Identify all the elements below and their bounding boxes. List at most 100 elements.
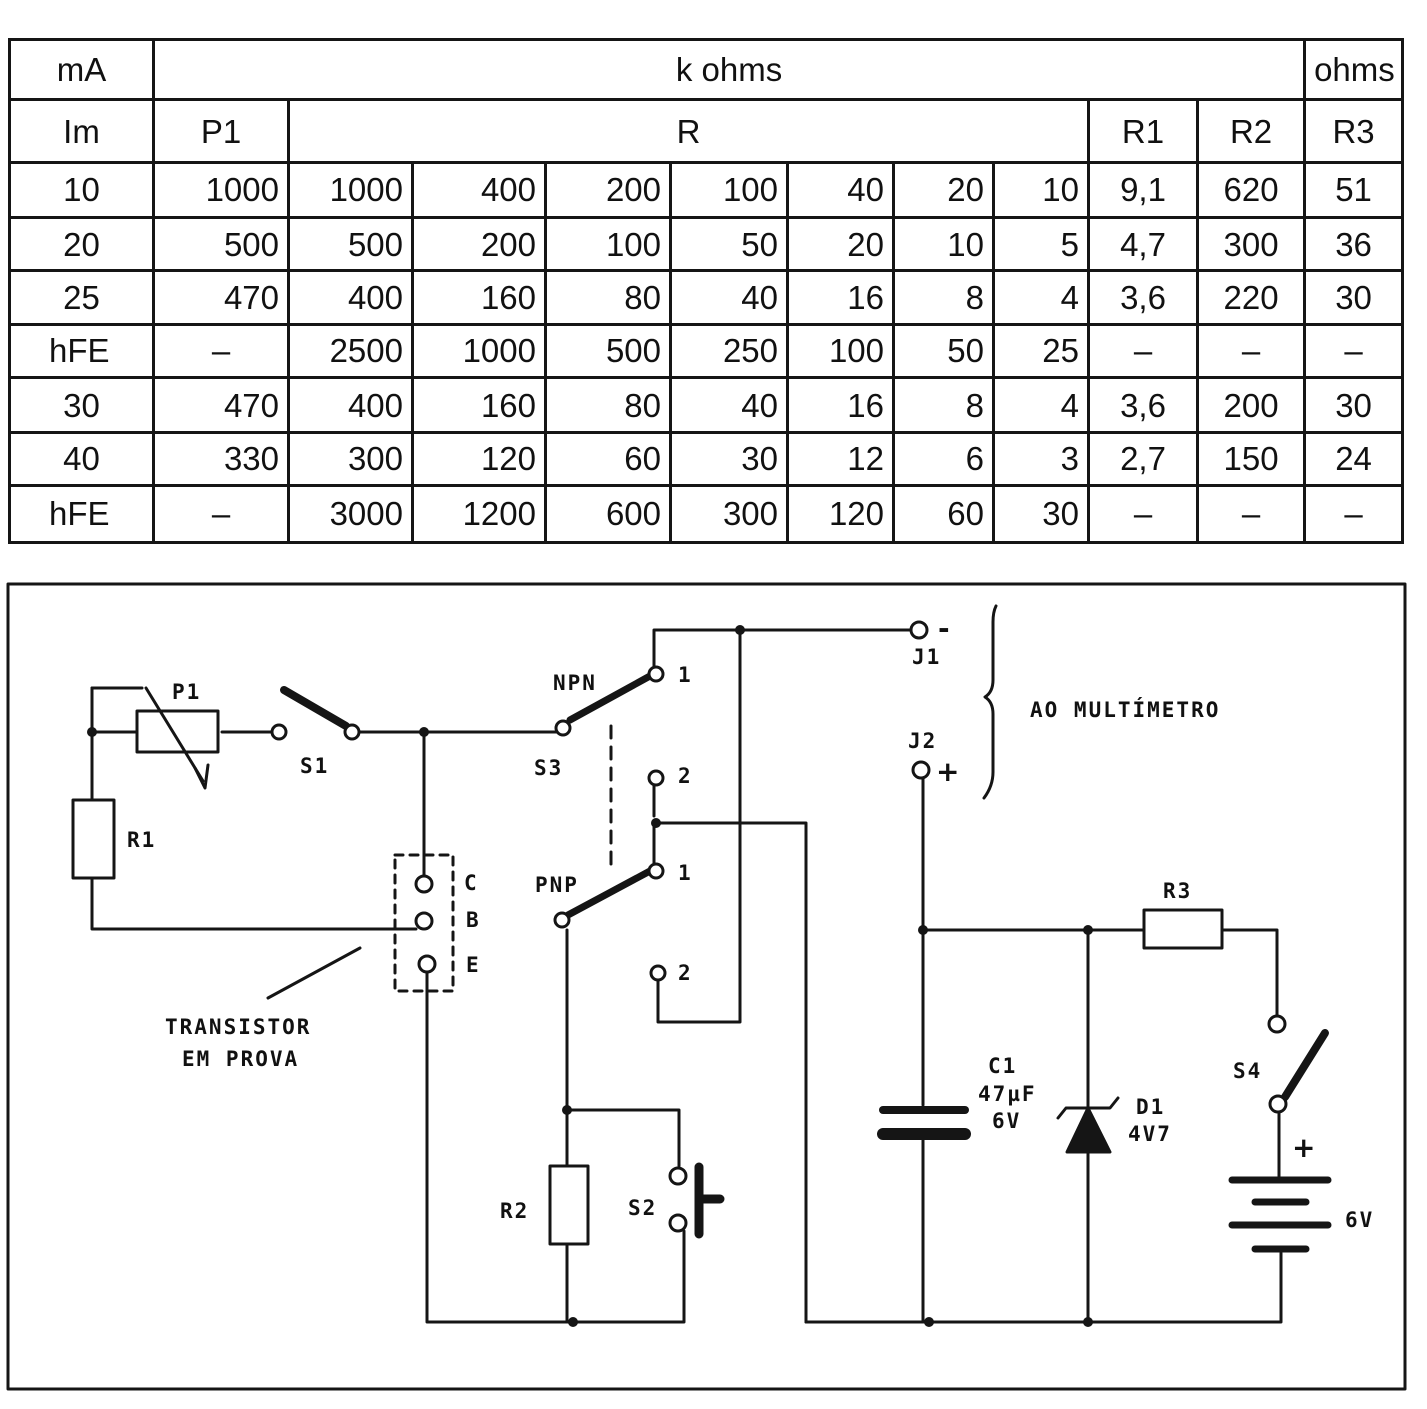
cell-r: 20 <box>892 160 995 220</box>
cell-r: 80 <box>544 375 672 435</box>
cell-r: 8 <box>892 269 995 326</box>
cell-im: 20 <box>8 216 155 273</box>
cell-r2: 150 <box>1195 431 1307 487</box>
junctions <box>87 625 1093 1327</box>
cell-r: 100 <box>669 160 789 220</box>
cell-r: 500 <box>287 216 414 273</box>
cell-r: 1200 <box>411 483 547 545</box>
cell-r1: 3,6 <box>1087 269 1199 326</box>
cell-r: 50 <box>669 216 789 273</box>
header-row: Im P1 R R1 R2 R3 <box>8 98 1405 164</box>
cell-r: 50 <box>892 322 995 379</box>
cell-r2: 620 <box>1195 160 1307 220</box>
cell-r3: 51 <box>1303 160 1405 220</box>
cell-r: 20 <box>786 216 895 273</box>
cell-r: 1000 <box>287 160 414 220</box>
cell-r: 16 <box>786 269 895 326</box>
label-battery-voltage: 6V <box>1345 1208 1374 1232</box>
label-pos-1-top: 1 <box>678 663 693 687</box>
cell-r: 4 <box>992 269 1090 326</box>
cell-im: 40 <box>8 431 155 487</box>
terminal-s3-pnp-1 <box>647 862 665 880</box>
label-c1-voltage: 6V <box>992 1109 1021 1133</box>
terminal-s3-common <box>554 719 572 737</box>
cell-r: 160 <box>411 375 547 435</box>
cell-r: 160 <box>411 269 547 326</box>
cell-r: 500 <box>544 322 672 379</box>
cell-r: 3000 <box>287 483 414 545</box>
unit-ma: mA <box>8 37 155 102</box>
cell-r1: – <box>1087 483 1199 545</box>
cell-r: 400 <box>287 375 414 435</box>
terminal-s2-top <box>668 1166 688 1186</box>
wires <box>90 604 1283 1324</box>
label-r1: R1 <box>127 828 156 852</box>
label-base: B <box>466 908 481 932</box>
multimeter-brace <box>982 604 998 800</box>
schematic-frame <box>6 582 1407 1391</box>
cell-r2: 200 <box>1195 375 1307 435</box>
cell-r1: 4,7 <box>1087 216 1199 273</box>
potentiometer-wiper-icon <box>144 686 205 783</box>
cell-r2: – <box>1195 322 1307 379</box>
units-row: mA k ohms ohms <box>8 37 1405 102</box>
header-p1: P1 <box>152 98 290 164</box>
label-pnp: PNP <box>535 873 579 897</box>
cell-r: 4 <box>992 375 1090 435</box>
cell-r: 80 <box>544 269 672 326</box>
cell-r: 40 <box>669 375 789 435</box>
resistor-r2 <box>548 1164 590 1246</box>
cell-p1: – <box>152 483 290 545</box>
cell-p1: 470 <box>152 375 290 435</box>
cell-r2: – <box>1195 483 1307 545</box>
label-j2: J2 <box>908 729 937 753</box>
terminal-s3-pnp-2 <box>649 964 667 982</box>
schematic-labels: P1 R1 S1 S3 NPN PNP 1 2 1 2 J1 J2 - + AO… <box>127 612 1374 1232</box>
cell-r: 12 <box>786 431 895 487</box>
label-minus: - <box>938 612 950 645</box>
label-r2: R2 <box>500 1199 529 1223</box>
cell-r1: 3,6 <box>1087 375 1199 435</box>
cell-im: 25 <box>8 269 155 326</box>
switch-s1-lever <box>280 686 350 730</box>
header-r2: R2 <box>1195 98 1307 164</box>
cell-r: 400 <box>287 269 414 326</box>
header-im: Im <box>8 98 155 164</box>
label-s3: S3 <box>534 756 563 780</box>
cell-p1: 470 <box>152 269 290 326</box>
cell-r: 300 <box>669 483 789 545</box>
cell-r: 5 <box>992 216 1090 273</box>
header-r1: R1 <box>1087 98 1199 164</box>
label-battery-plus: + <box>1292 1131 1315 1164</box>
cell-r2: 220 <box>1195 269 1307 326</box>
resistor-r1 <box>71 798 116 880</box>
value-table: mA k ohms ohms Im P1 R R1 R2 R3 10 1000 10… <box>8 37 1405 545</box>
terminals <box>270 620 1288 1233</box>
cell-r: 2500 <box>287 322 414 379</box>
cell-r: 10 <box>992 160 1090 220</box>
label-c1: C1 <box>988 1054 1017 1078</box>
cell-r: 200 <box>544 160 672 220</box>
cell-r: 16 <box>786 375 895 435</box>
pushbutton-s2-icon <box>694 1162 725 1239</box>
zener-d1-bar <box>1056 1096 1120 1120</box>
header-r3: R3 <box>1303 98 1405 164</box>
cell-r: 40 <box>669 269 789 326</box>
terminal-base <box>414 911 434 931</box>
header-r: R <box>287 98 1090 164</box>
cell-r: 100 <box>544 216 672 273</box>
unit-kohms: k ohms <box>151 37 1307 102</box>
label-pos-1-bottom: 1 <box>678 861 693 885</box>
label-pos-2-top: 2 <box>678 764 693 788</box>
label-transistor: TRANSISTOR <box>165 1015 311 1039</box>
cell-r: 120 <box>786 483 895 545</box>
cell-r: 200 <box>411 216 547 273</box>
cell-r3: – <box>1303 322 1405 379</box>
label-j1: J1 <box>912 645 941 669</box>
cell-r2: 300 <box>1195 216 1307 273</box>
label-s1: S1 <box>300 754 329 778</box>
